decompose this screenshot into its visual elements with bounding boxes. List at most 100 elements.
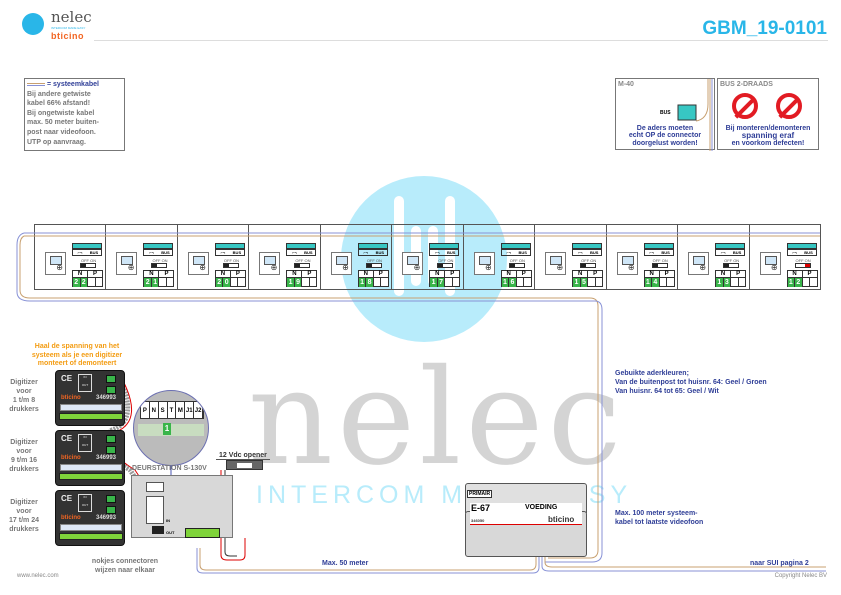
- termination-switch[interactable]: [794, 263, 811, 268]
- videophone-screen: [407, 256, 420, 265]
- videophone-button-icon: ⊕: [556, 263, 564, 272]
- switch-label: OFF ON: [81, 258, 97, 263]
- n-digit: 5: [580, 278, 589, 287]
- p-label: P: [92, 271, 97, 277]
- bell-terminal-label: ⌐¬: [720, 250, 726, 255]
- cable-note-line: max. 50 meter buiten-: [27, 119, 99, 127]
- door-station-connector: [146, 496, 164, 524]
- bus-terminal: [572, 243, 603, 249]
- videophone-screen: [764, 256, 777, 265]
- videophone-icon: ⊕: [330, 252, 352, 275]
- n-digit: 2: [80, 278, 88, 287]
- bell-terminal-label: ⌐¬: [363, 250, 369, 255]
- door-station-title: DEURSTATION S-130V: [132, 465, 207, 472]
- header-divider: [94, 40, 828, 41]
- door-station: IN OUT: [131, 475, 233, 538]
- termination-switch[interactable]: [580, 263, 597, 268]
- switch-label: OFF ON: [438, 258, 454, 263]
- digitizer-warning-line: systeem als je een digitizer: [31, 351, 123, 359]
- termination-switch[interactable]: [222, 263, 239, 268]
- termination-switch[interactable]: [508, 263, 525, 268]
- nokjes-note-line: wijzen naar elkaar: [95, 567, 155, 574]
- termination-switch[interactable]: [294, 263, 311, 268]
- bus-terminal-labels: ⌐¬BUS: [643, 249, 674, 256]
- out-port: [152, 526, 164, 534]
- videophone-screen: [478, 256, 491, 265]
- videophone-screen: [50, 256, 62, 265]
- n-digit: 8: [366, 278, 374, 287]
- videophone-icon: ⊕: [688, 252, 710, 275]
- n-digit: 7: [437, 278, 446, 287]
- bus-terminal-labels: ⌐¬BUS: [214, 249, 245, 256]
- termination-switch[interactable]: [80, 263, 96, 268]
- ce-mark-icon: CE: [61, 494, 73, 503]
- p-digit: [803, 278, 811, 287]
- p-label: P: [521, 271, 526, 277]
- videophone-icon: ⊕: [545, 252, 567, 275]
- bell-terminal-label: ⌐¬: [220, 250, 226, 255]
- digitizer-key-labels: [60, 464, 122, 471]
- n-label: N: [430, 271, 446, 277]
- bus-terminal-labels: ⌐¬BUS: [429, 249, 460, 256]
- connector-terminal-label: T: [168, 402, 177, 418]
- n-digit: 0: [223, 278, 231, 287]
- switch-knob: [366, 264, 372, 267]
- termination-switch[interactable]: [151, 263, 168, 268]
- termination-switch[interactable]: [365, 263, 382, 268]
- connector-terminal-label: S: [159, 402, 168, 418]
- videophone-icon: ⊕: [473, 252, 495, 275]
- bell-terminal-label: ⌐¬: [792, 250, 797, 255]
- wire-colors-line: Van de buitenpost tot huisnr. 64: Geel /…: [615, 379, 767, 386]
- bell-terminal-label: ⌐¬: [292, 250, 297, 255]
- switch-knob: [152, 264, 158, 267]
- n-digit: 2: [144, 278, 152, 287]
- bus-terminal-labels: ⌐¬BUS: [786, 249, 817, 256]
- digitizer-label-line: 17 t/m 24: [9, 517, 39, 524]
- videophone-icon: ⊕: [402, 252, 424, 275]
- bus-warning-line: en voorkom defecten!: [731, 139, 805, 147]
- nokjes-note: nokjes connectoren wijzen naar elkaar: [75, 557, 175, 575]
- bus-label: BUS: [304, 250, 313, 255]
- door-station-window: [146, 482, 164, 492]
- videophone-button-icon: ⊕: [627, 263, 635, 272]
- termination-switch[interactable]: [437, 263, 454, 268]
- digitizer-label-line: Digitizer: [10, 499, 38, 506]
- bell-terminal-label: ⌐¬: [77, 250, 83, 255]
- termination-switch[interactable]: [723, 263, 740, 268]
- videophone-button-icon: ⊕: [127, 263, 135, 272]
- switch-knob: [81, 264, 86, 267]
- switch-label: OFF ON: [152, 258, 168, 263]
- n-digit: 6: [509, 278, 517, 287]
- n-digit: 2: [73, 278, 81, 287]
- videophone-icon: ⊕: [259, 252, 281, 275]
- n-digit: 1: [716, 278, 724, 287]
- p-label: P: [235, 271, 240, 277]
- switch-label: OFF ON: [509, 258, 525, 263]
- switch-knob: [295, 264, 301, 267]
- bus-label: BUS: [589, 250, 599, 255]
- videophone-screen: [550, 256, 563, 265]
- bus-terminal: [715, 243, 746, 249]
- in-port: [106, 495, 116, 503]
- connector-terminal-label: P: [141, 402, 150, 418]
- videophone-icon: ⊕: [187, 252, 209, 275]
- termination-switch[interactable]: [651, 263, 668, 268]
- logo-name: nelec: [51, 8, 92, 26]
- digitizer-brand: bticino: [61, 395, 81, 401]
- n-digit: 1: [287, 278, 295, 287]
- out-port: [106, 506, 116, 514]
- cable-note-line: kabel 66% afstand!: [27, 100, 91, 108]
- digitizer-terminals: [59, 413, 123, 420]
- digitizer-label-line: drukkers: [9, 406, 39, 413]
- out-label: OUT: [166, 530, 175, 535]
